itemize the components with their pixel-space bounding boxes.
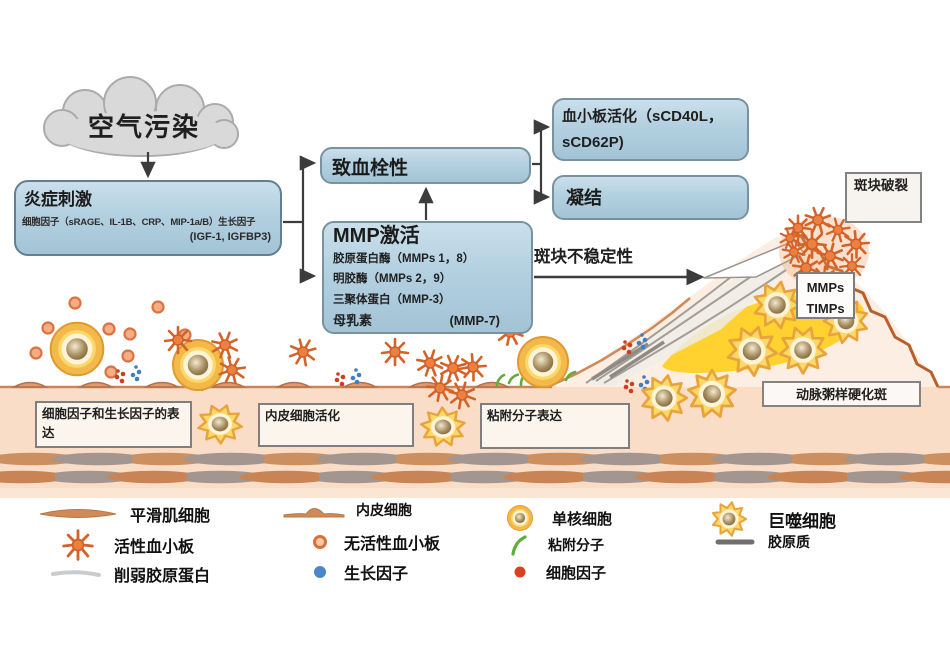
mmps-label: MMPs [806, 280, 845, 295]
mmp-line-collagenase: 胶原蛋白酶（MMPs 1，8） [333, 253, 475, 265]
legend-item-cytokine: 细胞因子 [504, 561, 606, 583]
mmps-timps-box: MMPs TIMPs [796, 272, 855, 319]
inflammation-igf-line: (IGF-1, IGFBP3) [189, 231, 271, 243]
mmp-line-stromelysin: 三聚体蛋白（MMP-3） [333, 293, 451, 306]
coagulation-title: 凝结 [566, 188, 602, 208]
legend-item-endothelial-cell: 内皮细胞 [282, 500, 412, 520]
matrilysin-label: 母乳素 [333, 313, 373, 329]
monocyte-icon [498, 500, 542, 536]
platelet-activation-box: 血小板活化（sCD40L，sCD62P) [552, 98, 749, 161]
legend-item-growth-factor: 生长因子 [306, 560, 408, 584]
mmp-title: MMP激活 [333, 225, 420, 247]
legend-label: 粘附分子 [548, 537, 604, 553]
legend-item-macrophage: 巨噬细胞 [700, 496, 836, 542]
legend-label: 单核细胞 [552, 510, 613, 528]
mmp-line-gelatinase: 明胶酶（MMPs 2，9） [333, 273, 452, 286]
legend-label: 胶原质 [768, 534, 810, 550]
plaque-rupture-box: 斑块破裂 [845, 172, 922, 223]
cytokine-growth-factor-expression-box: 细胞因子和生长因子的表达 [35, 401, 192, 448]
legend-item-activated-platelet: 活性血小板 [52, 528, 194, 562]
legend-label: 内皮细胞 [356, 502, 412, 518]
mmp7-label: (MMP-7) [449, 313, 500, 329]
collagen-icon [712, 535, 758, 549]
legend-label: 巨噬细胞 [768, 511, 836, 531]
monocyte [518, 337, 568, 387]
weakened-collagen-icon [48, 568, 104, 580]
inflammation-stimulus-box: 炎症刺激 细胞因子（sRAGE、IL-1B、CRP、MIP-1a/B）生长因子 … [14, 180, 282, 256]
inactive-platelet-icon [306, 531, 334, 553]
endothelial-cell-icon [282, 500, 346, 520]
thrombogenicity-title: 致血栓性 [332, 158, 409, 179]
flow-arrows [140, 119, 705, 286]
plaque-instability-label: 斑块不稳定性 [534, 248, 633, 266]
adhesion-molecule-expression-box: 粘附分子表达 [480, 403, 630, 449]
legend-label: 削弱胶原蛋白 [114, 568, 211, 585]
mmp-line-matrilysin: 母乳素 (MMP-7) [333, 310, 522, 329]
thrombus-cluster [775, 201, 876, 296]
legend-label: 平滑肌细胞 [130, 508, 211, 525]
pollution-cloud [43, 76, 239, 157]
monocyte [173, 340, 223, 390]
legend-item-weakened-collagen: 削弱胶原蛋白 [48, 562, 210, 586]
legend-item-smooth-muscle: 平滑肌细胞 [36, 502, 210, 526]
smooth-muscle-cell-icon [36, 504, 120, 524]
legend-label: 细胞因子 [546, 564, 607, 582]
endothelial-activation-box: 内皮细胞活化 [258, 403, 414, 447]
inflammation-title: 炎症刺激 [24, 190, 92, 209]
inflammation-cytokines-line: 细胞因子（sRAGE、IL-1B、CRP、MIP-1a/B）生长因子 [22, 217, 256, 228]
atherosclerotic-plaque-label-box: 动脉粥样硬化斑 [762, 381, 921, 407]
cloud-air-pollution-label: 空气污染 [87, 112, 200, 142]
legend-item-monocyte: 单核细胞 [498, 500, 612, 536]
mmp-activation-box: MMP激活 胶原蛋白酶（MMPs 1，8） 明胶酶（MMPs 2，9） 三聚体蛋… [322, 221, 533, 334]
legend-label: 无活性血小板 [344, 536, 441, 553]
timps-label: TIMPs [806, 301, 845, 317]
legend-label: 生长因子 [344, 566, 409, 583]
monocyte [51, 323, 104, 376]
thrombogenicity-box: 致血栓性 [320, 147, 531, 184]
adhesion-molecule-icon [502, 532, 538, 558]
coagulation-box: 凝结 [552, 175, 749, 220]
cytokine-icon [504, 561, 536, 583]
legend-item-inactive-platelet: 无活性血小板 [306, 530, 440, 554]
legend-label: 活性血小板 [114, 539, 195, 556]
growth-factor-icon [306, 561, 334, 583]
activated-platelet-icon [52, 528, 104, 562]
legend-item-adhesion-molecule: 粘附分子 [502, 532, 604, 558]
legend-item-collagen: 胶原质 [712, 532, 810, 552]
